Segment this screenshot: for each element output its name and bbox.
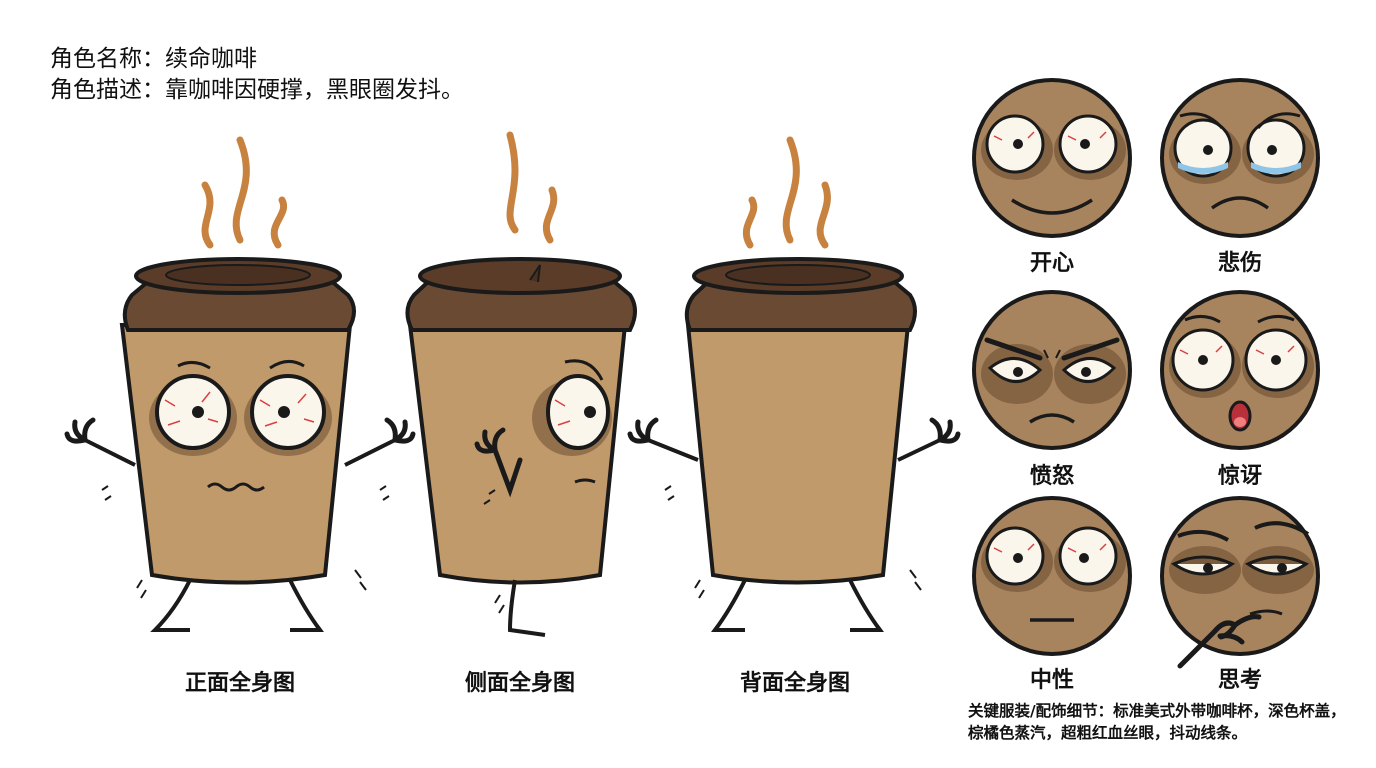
left-claw-hand <box>627 417 659 444</box>
expression-neutral-face <box>972 496 1132 656</box>
right-eye <box>250 374 326 450</box>
steam-icon <box>506 131 558 244</box>
expression-sad-face <box>1160 78 1320 238</box>
expression-angry-label: 愤怒 <box>1029 464 1074 489</box>
expression-happy-label: 开心 <box>1029 251 1074 276</box>
expression-sad-label: 悲伤 <box>1217 251 1262 276</box>
side-view-figure <box>405 131 637 637</box>
expression-happy-face <box>972 78 1132 238</box>
character-name-line: 角色名称：续命咖啡 <box>50 46 257 72</box>
character-description-line: 角色描述：靠咖啡因硬撑，黑眼圈发抖。 <box>50 77 464 103</box>
right-claw-hand <box>929 417 961 444</box>
costume-details-text: 关键服装/配饰细节：标准美式外带咖啡杯，深色杯盖，棕橘色蒸汽，超粗红血丝眼，抖动… <box>968 702 1346 742</box>
cup-body <box>407 323 628 585</box>
back-view-figure <box>627 136 961 632</box>
front-view-figure <box>64 136 416 632</box>
expression-thinking-face <box>1160 496 1320 669</box>
wavy-mouth <box>207 482 265 492</box>
expression-angry-face <box>972 290 1132 450</box>
left-claw-hand <box>64 417 96 444</box>
back-view-label: 背面全身图 <box>739 671 850 696</box>
expression-surprised-face <box>1160 290 1320 450</box>
thinking-hand-icon <box>1177 614 1262 669</box>
steam-icon <box>742 136 831 249</box>
left-eye <box>155 374 231 450</box>
side-claw-hand <box>474 427 523 498</box>
expression-surprised-label: 惊讶 <box>1217 464 1262 489</box>
steam-icon <box>201 136 288 249</box>
side-view-label: 侧面全身图 <box>464 671 575 696</box>
cup-body <box>119 323 353 585</box>
cup-body <box>685 323 911 585</box>
expression-thinking-label: 思考 <box>1217 668 1262 693</box>
side-eye <box>546 374 610 450</box>
front-view-label: 正面全身图 <box>184 671 295 696</box>
character-info: 角色名称：续命咖啡 角色描述：靠咖啡因硬撑，黑眼圈发抖。 <box>50 44 464 106</box>
right-claw-hand <box>384 417 416 444</box>
expression-neutral-label: 中性 <box>1029 668 1074 693</box>
